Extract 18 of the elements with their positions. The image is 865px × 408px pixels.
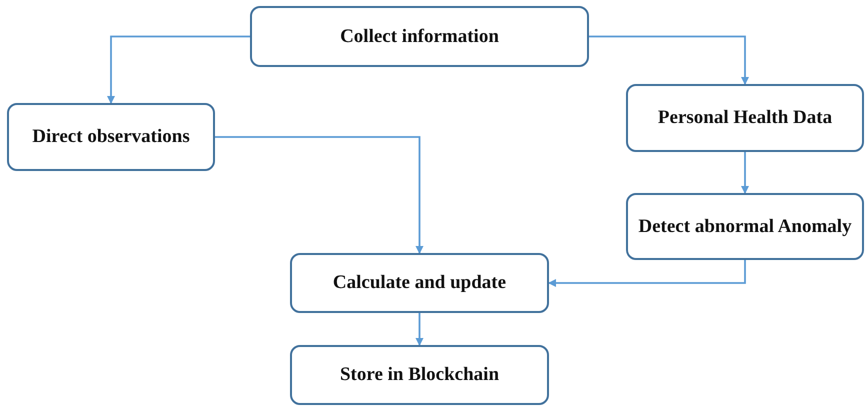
arrow [215, 136, 424, 254]
process-box [250, 6, 589, 67]
arrow [107, 36, 250, 104]
arrow [548, 260, 746, 287]
box-label: Calculate and update [332, 271, 506, 295]
process-box [626, 193, 864, 260]
box-label: Store in Blockchain [340, 363, 500, 387]
process-box [7, 103, 215, 171]
arrow [416, 313, 424, 346]
box-label: Personal Health Data [658, 106, 832, 130]
arrow [741, 152, 749, 194]
box-label: Direct observations [32, 125, 190, 149]
box-label: Collect information [340, 24, 499, 48]
process-box [290, 345, 549, 405]
arrow [589, 36, 749, 85]
process-box [290, 253, 549, 313]
process-box [626, 84, 864, 152]
box-label: Detect abnormal Anomaly [638, 214, 852, 238]
